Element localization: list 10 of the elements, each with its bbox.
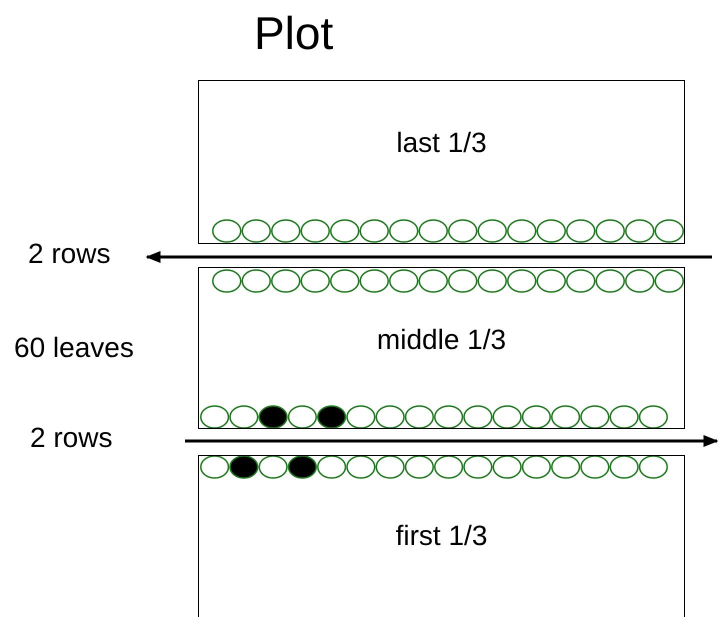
title: Plot — [254, 6, 334, 60]
plot-section-box — [198, 455, 685, 617]
row-count-label: 2 rows — [30, 422, 112, 454]
plot-section-box — [198, 80, 685, 244]
section-label: last 1/3 — [395, 127, 488, 159]
section-label: middle 1/3 — [376, 324, 508, 356]
section-label: first 1/3 — [394, 520, 488, 552]
row-count-label: 2 rows — [28, 238, 110, 270]
leaf-count-label: 60 leaves — [14, 332, 134, 364]
plot-section-box — [198, 267, 685, 429]
